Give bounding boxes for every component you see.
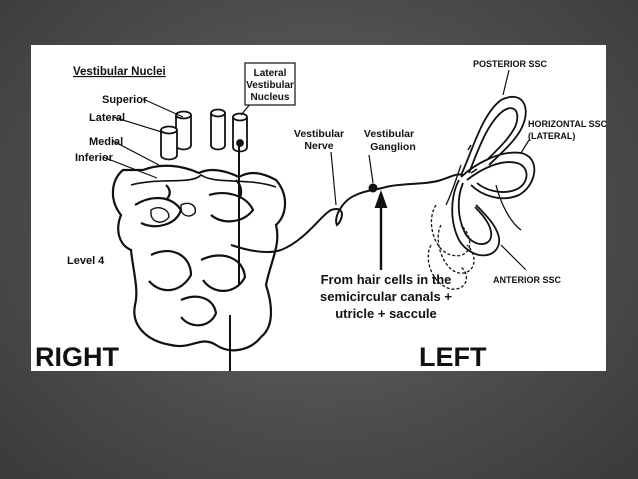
posterior-ssc-label: POSTERIOR SSC — [473, 59, 548, 69]
vestibular-pathway-diagram: Vestibular Nuclei Superior Lateral Media… — [35, 59, 606, 371]
horizontal-ssc-line2: (LATERAL) — [528, 131, 575, 141]
vestibular-ganglion-line1: Vestibular — [364, 128, 414, 140]
hair-cells-line3: utricle + saccule — [335, 306, 437, 321]
superior-label: Superior — [102, 94, 148, 106]
vestibular-nuclei-cylinders-right — [160, 110, 192, 161]
inferior-label: Inferior — [75, 152, 114, 164]
lateral-vestibular-nucleus-line1: Lateral — [254, 68, 287, 79]
medial-label: Medial — [89, 136, 123, 148]
diagram-panel: Vestibular Nuclei Superior Lateral Media… — [31, 45, 606, 371]
brainstem-section — [111, 164, 287, 371]
right-side-label: RIGHT — [35, 342, 120, 371]
level-label: Level 4 — [67, 255, 105, 267]
vestibular-nuclei-label: Vestibular Nuclei — [73, 66, 166, 78]
vestibular-nerve-line1: Vestibular — [294, 128, 344, 140]
anterior-ssc-label: ANTERIOR SSC — [493, 275, 562, 285]
vestibular-ganglion-line2: Ganglion — [370, 141, 416, 153]
vestibular-nuclei-cylinders-left — [210, 108, 248, 153]
lateral-vestibular-nucleus-line2: Vestibular — [246, 80, 294, 91]
vestibular-nerve-line2: Nerve — [304, 140, 333, 152]
lateral-label: Lateral — [89, 112, 125, 124]
horizontal-ssc-line1: HORIZONTAL SSC — [528, 119, 606, 129]
lateral-vestibular-nucleus-line3: Nucleus — [251, 92, 290, 103]
semicircular-canals — [427, 69, 536, 290]
hair-cells-line1: From hair cells in the — [321, 272, 452, 287]
left-side-label: LEFT — [419, 342, 487, 371]
vestibular-nerve-path — [230, 145, 464, 285]
nuclei-leader-lines — [102, 98, 252, 179]
hair-cells-line2: semicircular canals + — [320, 289, 452, 304]
lateral-vestibular-nucleus-box — [244, 62, 296, 106]
